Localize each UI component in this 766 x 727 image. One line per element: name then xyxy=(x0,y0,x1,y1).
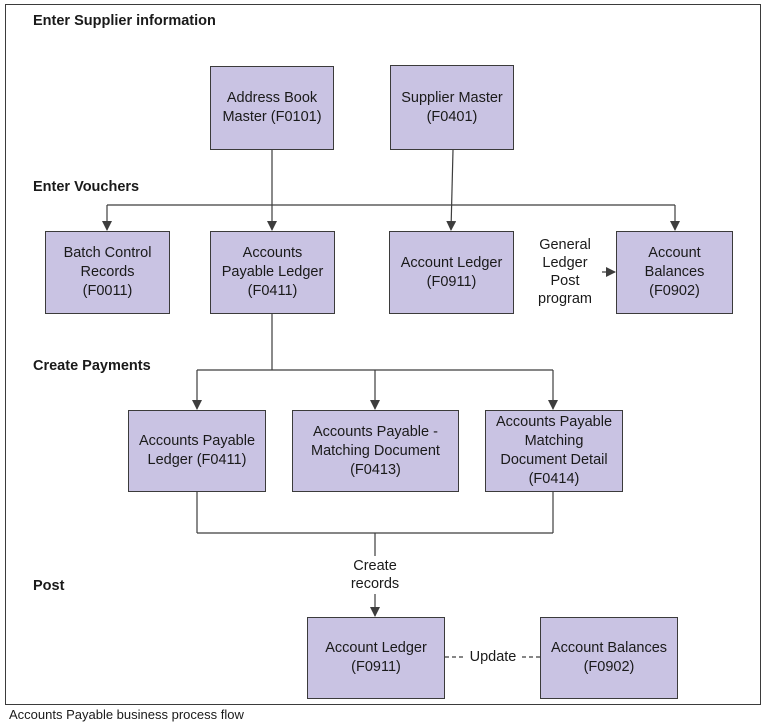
label-gl-post-program: General Ledger Post program xyxy=(528,236,602,308)
label-update: Update xyxy=(466,648,520,666)
node-account-ledger-post: Account Ledger (F0911) xyxy=(307,617,445,699)
node-account-balances-post: Account Balances (F0902) xyxy=(540,617,678,699)
diagram-frame xyxy=(5,4,761,705)
section-enter-supplier: Enter Supplier information xyxy=(33,13,216,29)
section-create-payments: Create Payments xyxy=(33,358,151,374)
section-enter-vouchers: Enter Vouchers xyxy=(33,179,140,195)
node-ap-matching-document-detail: Accounts Payable Matching Document Detai… xyxy=(485,410,623,492)
node-account-balances-vouchers: Account Balances (F0902) xyxy=(616,231,733,314)
figure-caption: Accounts Payable business process flow xyxy=(9,707,244,722)
node-ap-ledger-payments: Accounts Payable Ledger (F0411) xyxy=(128,410,266,492)
node-address-book-master: Address Book Master (F0101) xyxy=(210,66,334,150)
edge-supplier-to-accountledger xyxy=(446,149,457,231)
node-account-ledger-vouchers: Account Ledger (F0911) xyxy=(389,231,514,314)
node-supplier-master: Supplier Master (F0401) xyxy=(390,65,514,150)
node-batch-control-records: Batch Control Records (F0011) xyxy=(45,231,170,314)
section-post: Post xyxy=(33,578,65,594)
node-ap-matching-document: Accounts Payable - Matching Document (F0… xyxy=(292,410,459,492)
node-ap-ledger-vouchers: Accounts Payable Ledger (F0411) xyxy=(210,231,335,314)
label-create-records: Create records xyxy=(330,557,420,593)
